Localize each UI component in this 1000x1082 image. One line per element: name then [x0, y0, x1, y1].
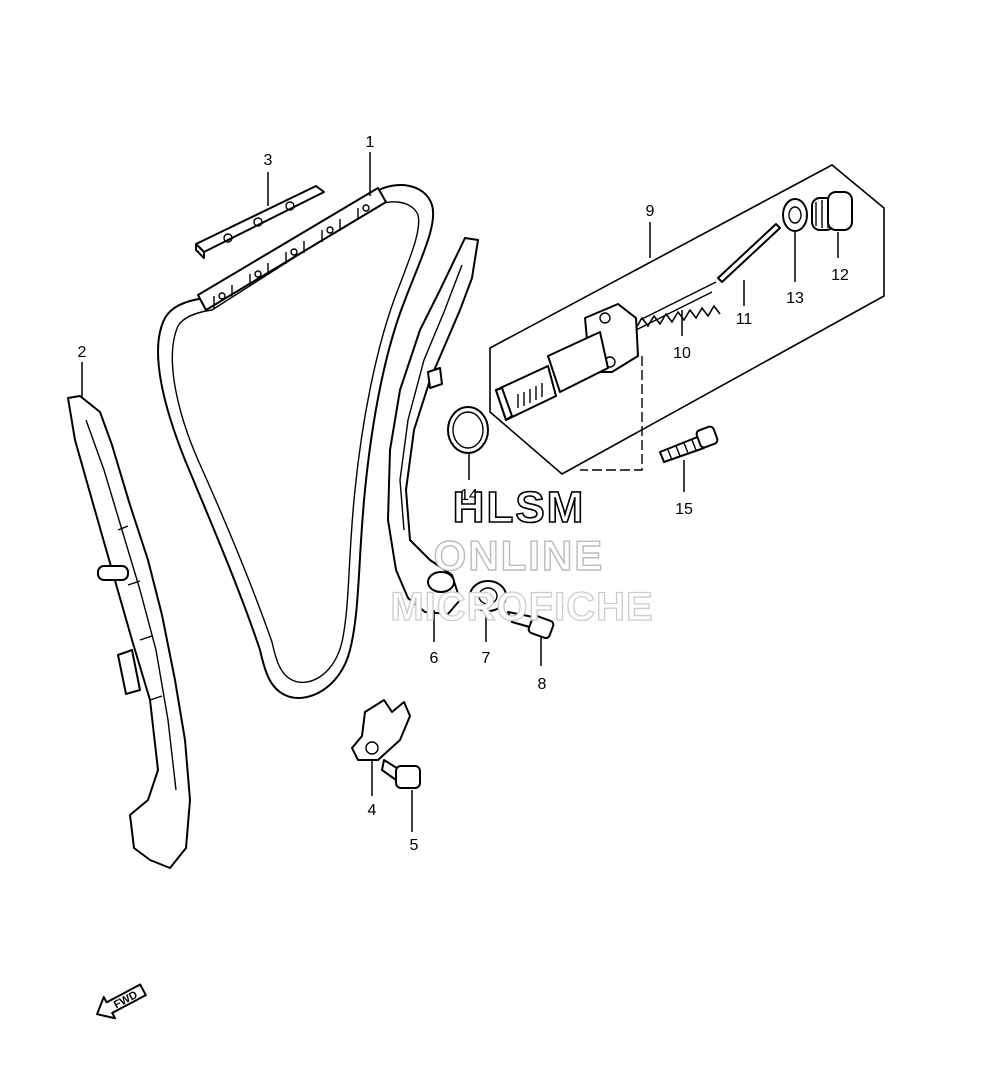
watermark-line-3: MICROFICHE: [390, 585, 653, 629]
watermark: HLSM ONLINE MICROFICHE: [390, 482, 654, 629]
callout-3: 3: [264, 152, 273, 169]
leader-lines: [81, 152, 839, 832]
watermark-line-1: HLSM: [453, 483, 586, 532]
spring-part-10: [635, 281, 721, 331]
callout-14: 14: [460, 487, 478, 504]
callout-1: 1: [366, 134, 375, 151]
collar-part-7: [469, 580, 507, 612]
callout-5: 5: [410, 837, 419, 854]
callout-10: 10: [673, 345, 691, 362]
bolt-part-5: [381, 759, 421, 789]
chain-guide-part-2: [67, 395, 191, 869]
bracket-part-4: [351, 699, 411, 761]
bolt-part-15: [580, 356, 719, 471]
callout-6: 6: [430, 650, 439, 667]
callout-15: 15: [675, 501, 693, 518]
forward-label: FWD: [112, 989, 140, 1011]
callout-12: 12: [831, 267, 849, 284]
callout-4: 4: [368, 802, 377, 819]
guide-pin: [97, 565, 129, 581]
tensioner-assembly-part-9: [489, 164, 885, 475]
tensioner-arm-part-6: [387, 237, 479, 615]
callout-11: 11: [736, 311, 753, 328]
callout-8: 8: [538, 676, 547, 693]
chain-links: [197, 187, 387, 311]
watermark-line-2: ONLINE: [434, 532, 605, 579]
forward-arrow-icon: FWD: [96, 983, 147, 1020]
callout-labels: 1 2 3 4 5 6 7 8 9 10 11 12 13 14 15: [78, 134, 849, 854]
callout-9: 9: [646, 203, 655, 220]
o-ring-part-14: [447, 406, 489, 454]
cap-bolt-part-12: [811, 191, 853, 231]
callout-2: 2: [78, 344, 87, 361]
callout-13: 13: [786, 290, 804, 307]
bolt-part-8: [507, 611, 555, 640]
gasket-part-13: [782, 198, 808, 232]
cam-chain-part-1: [157, 184, 435, 699]
push-rod-part-11: [717, 223, 781, 283]
callout-7: 7: [482, 650, 491, 667]
chain-guide-plate-part-3: [195, 185, 325, 259]
